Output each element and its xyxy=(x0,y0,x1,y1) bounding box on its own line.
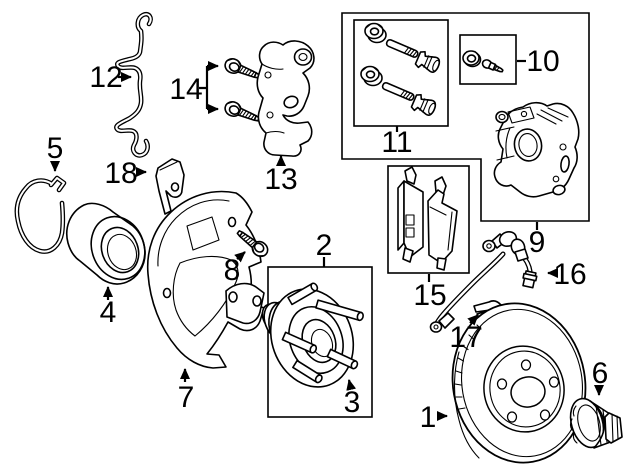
callout-15[interactable]: 15 xyxy=(413,274,447,312)
pads-box xyxy=(387,165,470,274)
caliper-group-box xyxy=(341,12,590,222)
callout-11[interactable]: 11 xyxy=(381,126,413,159)
splash-shield-drawing xyxy=(146,190,265,369)
callout-16[interactable]: 16 xyxy=(547,258,587,291)
callout-3-label[interactable]: 3 xyxy=(344,386,361,419)
callout-9[interactable]: 9 xyxy=(529,222,546,259)
callout-2-label[interactable]: 2 xyxy=(316,229,333,262)
brake-rotor-drawing xyxy=(451,302,587,464)
wheel-bearing-drawing xyxy=(66,202,146,285)
callout-3[interactable]: 3 xyxy=(344,379,361,419)
callout-7[interactable]: 7 xyxy=(178,368,195,414)
callout-15-label[interactable]: 15 xyxy=(413,279,446,312)
callout-4[interactable]: 4 xyxy=(100,286,117,329)
guide-pin-box xyxy=(353,19,449,127)
callout-10[interactable]: 10 xyxy=(517,45,560,78)
callout-11-label[interactable]: 11 xyxy=(381,126,412,159)
hub-box xyxy=(267,266,373,418)
hub-nut-drawing xyxy=(569,397,623,449)
callout-18[interactable]: 18 xyxy=(104,157,147,190)
callout-2[interactable]: 2 xyxy=(316,229,333,267)
callout-16-label[interactable]: 16 xyxy=(553,258,586,291)
guide-pin-kit-drawing xyxy=(360,22,443,119)
callout-5-label[interactable]: 5 xyxy=(47,132,64,165)
callout-10-label[interactable]: 10 xyxy=(526,45,559,78)
callout-13-label[interactable]: 13 xyxy=(264,163,297,196)
callout-8-label[interactable]: 8 xyxy=(224,254,241,287)
bleeder-box xyxy=(459,34,517,85)
callout-17-label[interactable]: 17 xyxy=(449,321,482,354)
callout-6-label[interactable]: 6 xyxy=(592,357,609,390)
bracket-bolt-drawing xyxy=(222,55,262,127)
snap-ring-drawing xyxy=(14,175,67,254)
callout-9-label[interactable]: 9 xyxy=(529,226,546,259)
callout-1-label[interactable]: 1 xyxy=(420,401,437,434)
callout-14-label[interactable]: 14 xyxy=(169,73,202,106)
callout-4-label[interactable]: 4 xyxy=(100,296,117,329)
callout-5[interactable]: 5 xyxy=(47,132,64,172)
hub-assembly-drawing xyxy=(261,282,364,388)
callout-6[interactable]: 6 xyxy=(592,357,609,396)
pad-spring-drawing xyxy=(114,11,153,158)
hose-bracket-drawing xyxy=(155,158,185,215)
callout-14[interactable]: 14 xyxy=(169,61,219,114)
callout-8[interactable]: 8 xyxy=(224,251,246,287)
callout-13[interactable]: 13 xyxy=(264,155,298,196)
callout-12-label[interactable]: 12 xyxy=(89,61,122,94)
callout-7-label[interactable]: 7 xyxy=(178,381,195,414)
bleeder-kit-drawing xyxy=(462,50,504,73)
callout-18-label[interactable]: 18 xyxy=(104,157,137,190)
caliper-bracket-drawing xyxy=(256,40,315,157)
callout-17[interactable]: 17 xyxy=(449,314,483,354)
callout-12[interactable]: 12 xyxy=(89,61,132,94)
wheel-stud-drawing xyxy=(281,282,364,384)
brake-caliper-drawing xyxy=(493,101,580,198)
brake-pads-drawing xyxy=(397,166,458,271)
callout-1[interactable]: 1 xyxy=(420,401,448,434)
brake-hose-drawing xyxy=(429,231,538,333)
